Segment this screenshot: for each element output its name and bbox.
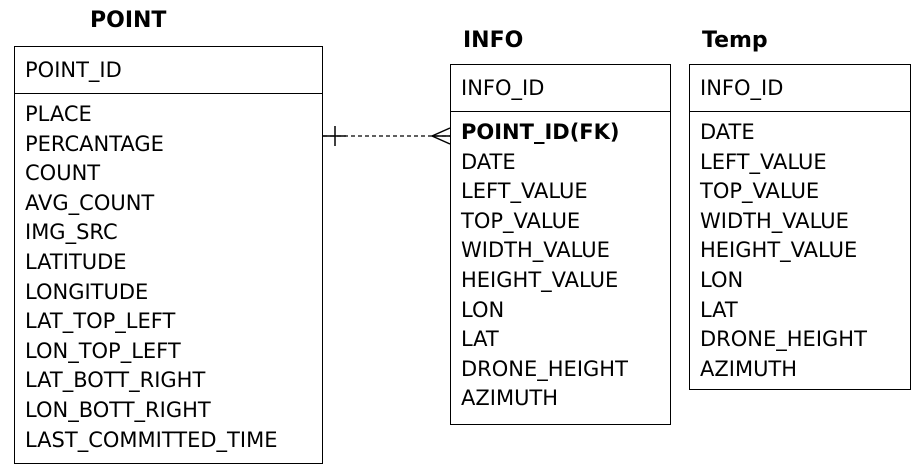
temp-field: WIDTH_VALUE [700, 208, 849, 233]
info-fields: POINT_ID(FK) DATE LEFT_VALUE TOP_VALUE W… [451, 112, 670, 414]
temp-table: INFO_ID DATE LEFT_VALUE TOP_VALUE WIDTH_… [689, 64, 911, 390]
point-field: IMG_SRC [25, 220, 118, 245]
point-table-title: POINT [90, 8, 167, 33]
temp-fields: DATE LEFT_VALUE TOP_VALUE WIDTH_VALUE HE… [690, 112, 910, 384]
point-field: AVG_COUNT [25, 190, 155, 215]
point-fields: PLACE PERCANTAGE COUNT AVG_COUNT IMG_SRC… [15, 94, 322, 455]
info-field: LON [461, 297, 505, 322]
info-table-title: INFO [463, 28, 524, 53]
info-field: DRONE_HEIGHT [461, 356, 628, 381]
point-field: LON_BOTT_RIGHT [25, 397, 211, 422]
point-field: PLACE [25, 102, 92, 126]
info-field: DATE [461, 149, 516, 174]
info-field: LAT [461, 327, 499, 352]
temp-field: LEFT_VALUE [700, 149, 827, 174]
temp-field: DRONE_HEIGHT [700, 327, 867, 352]
temp-field: AZIMUTH [700, 356, 798, 381]
point-primary-key: POINT_ID [15, 47, 322, 94]
temp-field: LON [700, 267, 744, 292]
info-field: AZIMUTH [461, 386, 559, 411]
point-field: LAT_TOP_LEFT [25, 309, 176, 334]
temp-primary-key: INFO_ID [690, 65, 910, 112]
point-field: LATITUDE [25, 249, 127, 274]
point-field: PERCANTAGE [25, 131, 164, 156]
point-field: LONGITUDE [25, 279, 149, 304]
info-foreign-key-field: POINT_ID(FK) [461, 120, 620, 144]
temp-field: LAT [700, 297, 738, 322]
info-field: TOP_VALUE [461, 208, 581, 233]
info-field: WIDTH_VALUE [461, 238, 610, 263]
point-field: LAST_COMMITTED_TIME [25, 427, 278, 452]
info-primary-key: INFO_ID [451, 65, 670, 112]
temp-field: HEIGHT_VALUE [700, 238, 858, 263]
temp-field: TOP_VALUE [700, 179, 820, 204]
point-field: COUNT [25, 161, 101, 186]
temp-field: DATE [700, 120, 755, 144]
point-field: LON_TOP_LEFT [25, 338, 181, 363]
point-table: POINT_ID PLACE PERCANTAGE COUNT AVG_COUN… [14, 46, 323, 464]
point-field: LAT_BOTT_RIGHT [25, 368, 206, 393]
info-field: LEFT_VALUE [461, 179, 588, 204]
many-crowfoot-mark [431, 127, 451, 145]
info-field: HEIGHT_VALUE [461, 267, 619, 292]
temp-table-title: Temp [702, 28, 768, 53]
info-table: INFO_ID POINT_ID(FK) DATE LEFT_VALUE TOP… [450, 64, 671, 425]
